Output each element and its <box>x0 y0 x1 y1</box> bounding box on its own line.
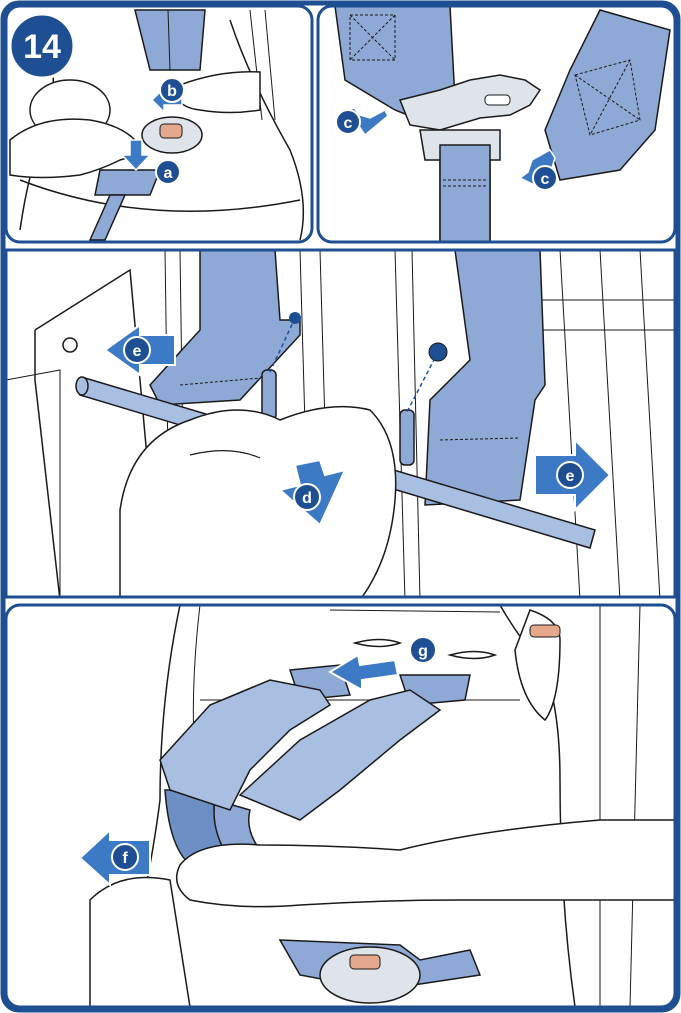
label-a: a <box>156 160 180 184</box>
svg-text:f: f <box>122 850 128 867</box>
svg-text:c: c <box>344 115 353 132</box>
label-c-right: c <box>533 166 557 190</box>
svg-text:b: b <box>167 83 177 100</box>
panel-harness-bar <box>6 250 675 600</box>
label-b: b <box>160 78 184 102</box>
svg-text:e: e <box>133 343 142 360</box>
label-e-right: e <box>557 462 583 488</box>
label-c-left: c <box>336 110 360 134</box>
label-d: d <box>294 484 320 510</box>
label-e-left: e <box>124 337 150 363</box>
svg-text:a: a <box>164 165 173 182</box>
svg-text:d: d <box>302 490 312 507</box>
label-g: g <box>410 637 436 663</box>
svg-text:e: e <box>566 468 575 485</box>
svg-text:g: g <box>418 643 428 660</box>
step-number: 14 <box>23 28 61 66</box>
label-f: f <box>112 844 138 870</box>
step-badge: 14 <box>10 14 74 78</box>
svg-text:c: c <box>541 171 550 188</box>
panel-buckle-tongues <box>318 6 675 242</box>
panel-shoulder-straps <box>6 605 675 1007</box>
